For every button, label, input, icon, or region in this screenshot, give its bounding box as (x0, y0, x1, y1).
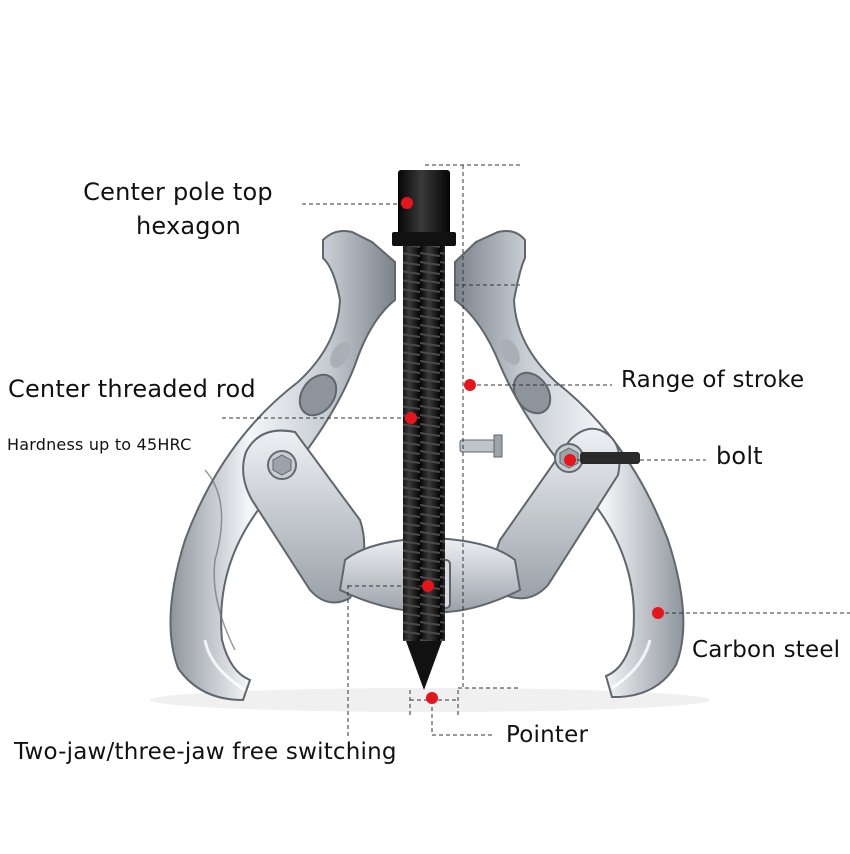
marker-threaded-rod (405, 412, 417, 424)
label-pointer: Pointer (506, 722, 589, 748)
label-hexagon: hexagon (136, 212, 241, 240)
marker-pointer (426, 692, 438, 704)
label-jaw-switching: Two-jaw/three-jaw free switching (14, 739, 397, 765)
marker-top-hexagon (401, 197, 413, 209)
center-threaded-rod (392, 170, 456, 690)
leader-lines (222, 164, 850, 738)
marker-bolt (564, 454, 576, 466)
label-carbon-steel: Carbon steel (692, 637, 841, 663)
label-range-of-stroke: Range of stroke (621, 367, 805, 393)
label-center-threaded-rod: Center threaded rod (8, 375, 256, 403)
callout-markers (401, 197, 664, 704)
marker-stroke (464, 379, 476, 391)
label-center-pole-top: Center pole top (83, 178, 273, 206)
marker-carbon-steel (652, 607, 664, 619)
label-hardness: Hardness up to 45HRC (7, 435, 192, 454)
marker-jaw-switch (422, 580, 434, 592)
label-bolt: bolt (716, 442, 763, 470)
